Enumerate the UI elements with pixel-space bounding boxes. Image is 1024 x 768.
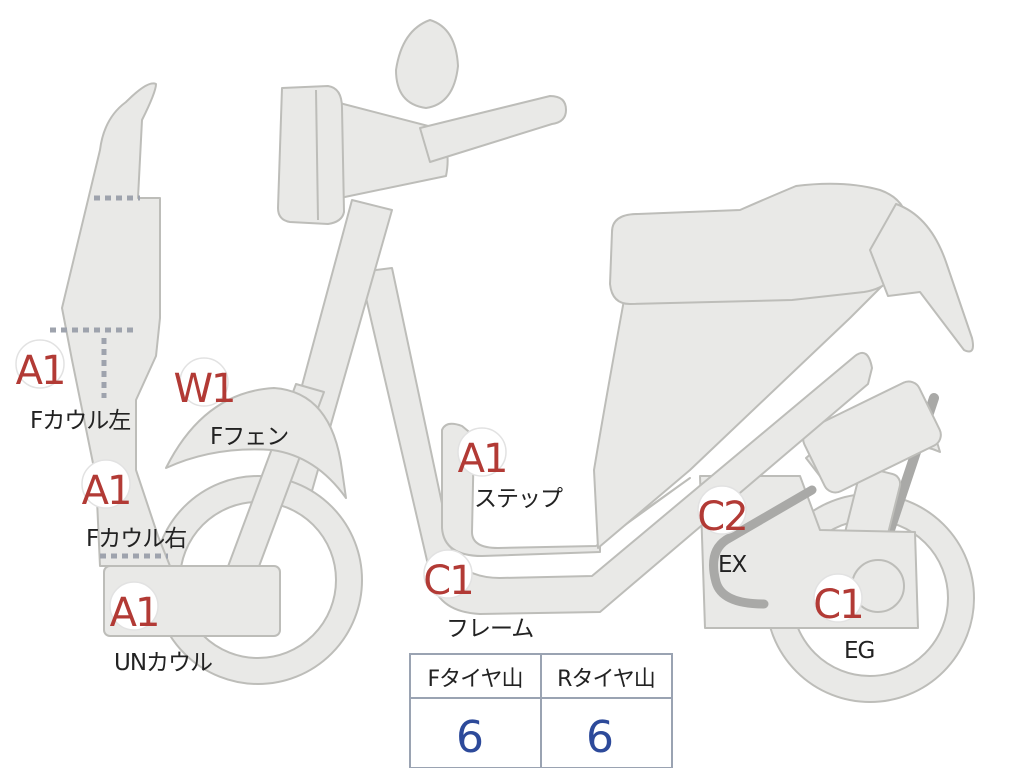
rear-tire-tread-value: 6 <box>586 712 614 763</box>
marker-exhaust[interactable]: C2 EX <box>697 485 749 578</box>
front-cowl <box>61 82 171 567</box>
marker-f-fender[interactable]: W1 Fフェン <box>174 357 289 450</box>
tail <box>869 203 974 353</box>
marker-label: ステップ <box>474 486 563 512</box>
marker-label: Fカウル右 <box>86 526 186 552</box>
marker-label: EG <box>844 638 874 664</box>
marker-code: A1 <box>110 590 159 636</box>
marker-code: C1 <box>813 582 862 628</box>
seat <box>609 182 909 305</box>
marker-label: Fフェン <box>210 424 288 450</box>
marker-frame[interactable]: C1 フレーム <box>423 549 534 642</box>
marker-code: A1 <box>458 436 507 482</box>
front-tire-tread-value: 6 <box>456 712 484 763</box>
marker-code: A1 <box>16 348 65 394</box>
marker-step[interactable]: A1 ステップ <box>457 427 564 512</box>
marker-f-cowl-right[interactable]: A1 Fカウル右 <box>81 459 187 552</box>
marker-label: フレーム <box>446 616 533 642</box>
tire-tread-table: Fタイヤ山 Rタイヤ山 6 6 <box>409 653 673 768</box>
marker-code: C2 <box>697 494 746 540</box>
under-seat-body <box>593 279 889 549</box>
air-cleaner <box>802 380 942 494</box>
marker-code: A1 <box>82 468 131 514</box>
marker-un-cowl[interactable]: A1 UNカウル <box>109 581 213 676</box>
table-header-front-tire: Fタイヤ山 <box>428 667 523 692</box>
marker-label: Fカウル左 <box>30 408 130 434</box>
marker-code: C1 <box>423 558 472 604</box>
scooter-illustration <box>50 19 975 703</box>
marker-f-cowl-left[interactable]: A1 Fカウル左 <box>15 339 131 434</box>
marker-label: EX <box>718 552 748 578</box>
marker-label: UNカウル <box>114 650 212 676</box>
marker-code: W1 <box>174 366 235 412</box>
front-fender <box>165 387 347 499</box>
headlight-handle <box>277 19 567 225</box>
table-header-rear-tire: Rタイヤ山 <box>557 667 655 692</box>
exhaust-pipe <box>709 485 817 609</box>
marker-engine[interactable]: C1 EG <box>813 573 875 664</box>
engine-block <box>699 475 919 629</box>
